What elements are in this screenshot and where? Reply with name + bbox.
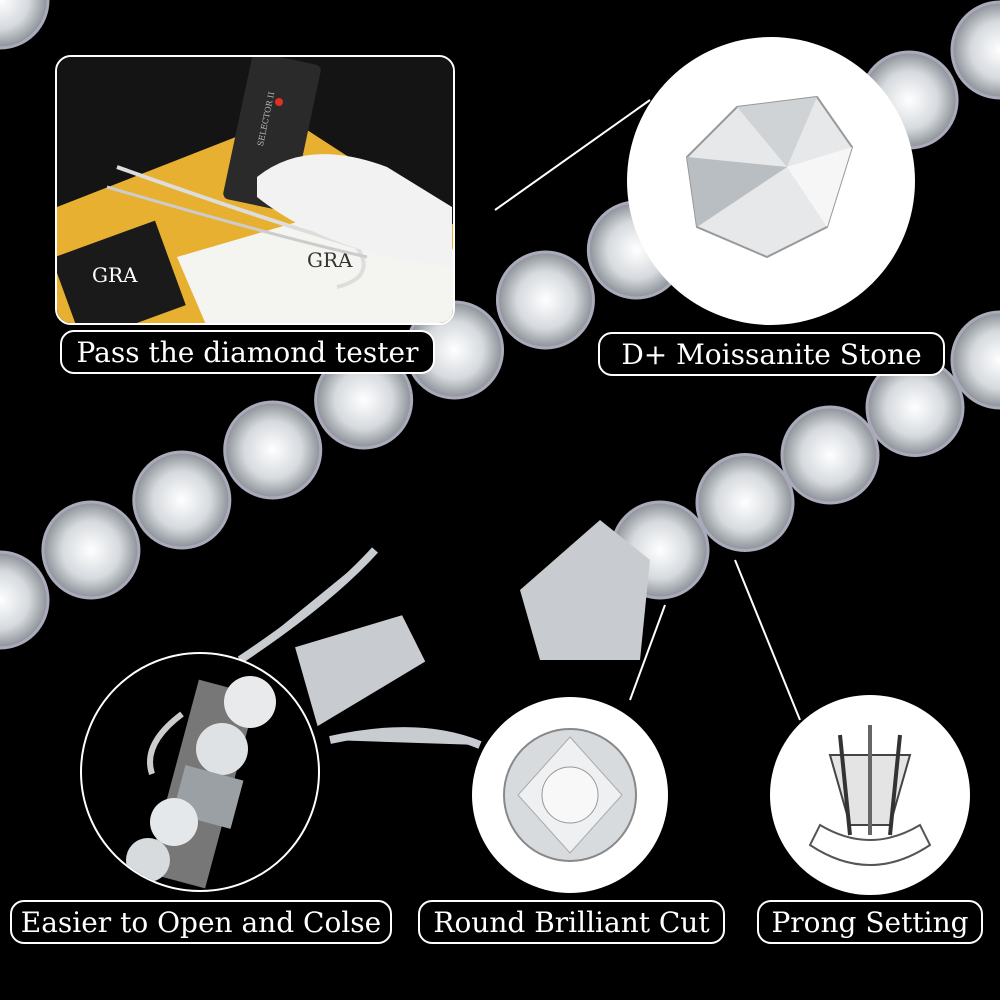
bracelet-stone — [0, 550, 50, 650]
clasp-lever — [237, 547, 482, 749]
callout-line — [494, 99, 651, 211]
label-prong-setting: Prong Setting — [757, 900, 983, 944]
callout-line — [734, 559, 801, 721]
bracelet-clasp — [520, 520, 650, 660]
moissanite-stone-closeup — [627, 37, 915, 325]
bracelet-stone — [950, 310, 1000, 410]
bracelet-stone — [495, 250, 595, 350]
prong-setting-sketch — [770, 695, 970, 895]
bracelet-stone — [223, 400, 323, 500]
bracelet-stone — [695, 453, 795, 552]
bracelet-stone — [780, 405, 880, 505]
label-moissanite-stone: D+ Moissanite Stone — [598, 332, 945, 376]
bracelet-stone — [41, 500, 141, 600]
bracelet-stone — [132, 450, 232, 550]
label-diamond-tester: Pass the diamond tester — [60, 330, 435, 374]
bracelet-stone — [0, 0, 50, 50]
round-brilliant-cut-closeup — [472, 697, 668, 893]
label-easy-clasp: Easier to Open and Colse — [10, 900, 392, 944]
callout-line — [629, 604, 666, 701]
card-text: GRA — [92, 263, 138, 287]
clasp-closeup — [80, 652, 320, 892]
bracelet-stone — [950, 0, 1000, 100]
label-round-brilliant-cut: Round Brilliant Cut — [418, 900, 725, 944]
diamond-tester-photo: GRA GRA SELECTOR II — [55, 55, 455, 325]
